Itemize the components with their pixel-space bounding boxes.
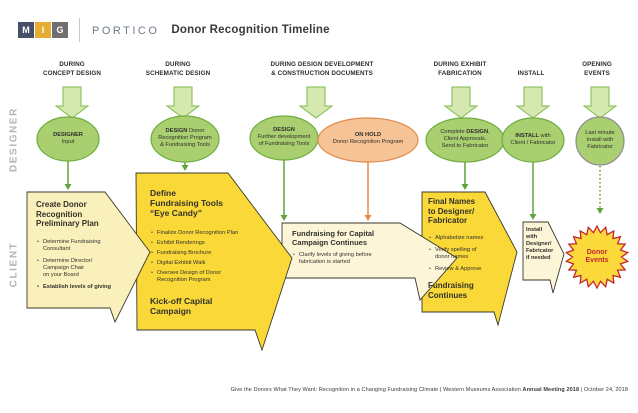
row-label-client: CLIENT xyxy=(8,241,20,288)
list-item: Alphabetize names xyxy=(428,235,494,242)
designer-input-oval xyxy=(36,116,100,162)
define-tools-bullets: Finalize Donor Recognition Plan Exhibit … xyxy=(150,230,252,287)
orange-connector-arrowhead xyxy=(364,215,372,221)
green-connector-arrowheads xyxy=(64,165,604,221)
page-title: Donor Recognition Timeline xyxy=(171,24,330,36)
phase-schematic-design: DURING SCHEMATIC DESIGN xyxy=(145,61,211,77)
design-program-oval xyxy=(150,115,220,163)
install-with-client-oval xyxy=(501,117,565,163)
preliminary-plan-bullets: Determine Fundraising Consultant Determi… xyxy=(36,239,120,296)
logo-square-i: I xyxy=(35,22,51,38)
phase-concept-design: DURING CONCEPT DESIGN xyxy=(42,61,102,77)
complete-design-label: Complete DESIGN, Client Approvals, Send … xyxy=(440,129,490,149)
kickoff-campaign-label: Kick-off Capital Campaign xyxy=(150,296,213,316)
logo-square-m: M xyxy=(18,22,34,38)
on-hold-label: ON HOLD Donor Recognition Program xyxy=(332,132,404,145)
header-divider xyxy=(79,18,80,42)
install-arrow-shape xyxy=(522,221,565,294)
list-item: Fundraising Brochure xyxy=(150,250,252,257)
design-further-label: DESIGN Further development of Fundraisin… xyxy=(257,127,311,147)
header: M I G Portico Donor Recognition Timeline xyxy=(18,18,330,42)
donor-events-starburst xyxy=(564,224,630,290)
design-program-label: DESIGN Donor Recognition Program & Fundr… xyxy=(158,128,212,148)
list-item: Verify spelling of donor names xyxy=(428,247,494,261)
list-item: Digital Exhibit Walk xyxy=(150,260,252,267)
fundraising-continues-label: Fundraising Continues xyxy=(428,281,474,300)
last-minute-install-label: Last minute Install with Fabricator xyxy=(585,130,615,150)
fundraising-continues-title: Fundraising for Capital Campaign Continu… xyxy=(292,229,375,247)
install-if-needed-title: Install with Designer/ Fabricator if nee… xyxy=(526,227,554,261)
logo-square-g: G xyxy=(52,22,68,38)
list-item: Determine Fundraising Consultant xyxy=(36,239,120,253)
phase-opening-events: OPENING EVENTS xyxy=(582,61,612,77)
list-item: Clarify levels of giving before fabricat… xyxy=(292,252,402,266)
last-minute-install-circle xyxy=(575,116,625,166)
donor-events-label: Donor Events xyxy=(585,249,609,264)
list-item: Review & Approve xyxy=(428,266,494,273)
list-item: Determine Director/ Campaign Chair on yo… xyxy=(36,258,120,279)
brand-name: Portico xyxy=(92,21,160,38)
phase-design-development: DURING DESIGN DEVELOPMENT & CONSTRUCTION… xyxy=(270,61,374,77)
preliminary-plan-title: Create Donor Recognition Preliminary Pla… xyxy=(36,200,99,228)
designer-input-label: DESIGNER Input xyxy=(53,132,83,145)
phase-down-arrow-icons xyxy=(54,86,618,119)
on-hold-oval xyxy=(317,117,419,163)
phase-install: INSTALL xyxy=(517,70,545,77)
phase-exhibit-fabrication: DURING EXHIBIT FABRICATION xyxy=(433,61,487,77)
slide-footer: Give the Donors What They Want: Recognit… xyxy=(230,387,628,393)
list-item: Oversee Design of Donor Recognition Prog… xyxy=(150,270,252,284)
install-with-client-label: INSTALL with Client / Fabricator xyxy=(510,133,556,146)
define-tools-title: Define Fundraising Tools “Eye Candy” xyxy=(150,188,224,218)
final-names-bullets: Alphabetize names Verify spelling of don… xyxy=(428,235,494,278)
list-item: Finalize Donor Recognition Plan xyxy=(150,230,252,237)
list-item: Exhibit Renderings xyxy=(150,240,252,247)
fundraising-continues-bullets: Clarify levels of giving before fabricat… xyxy=(292,252,402,271)
row-label-designer: DESIGNER xyxy=(8,106,20,173)
list-item: Establish levels of giving xyxy=(36,284,120,291)
final-names-title: Final Names to Designer/ Fabricator xyxy=(428,197,476,225)
